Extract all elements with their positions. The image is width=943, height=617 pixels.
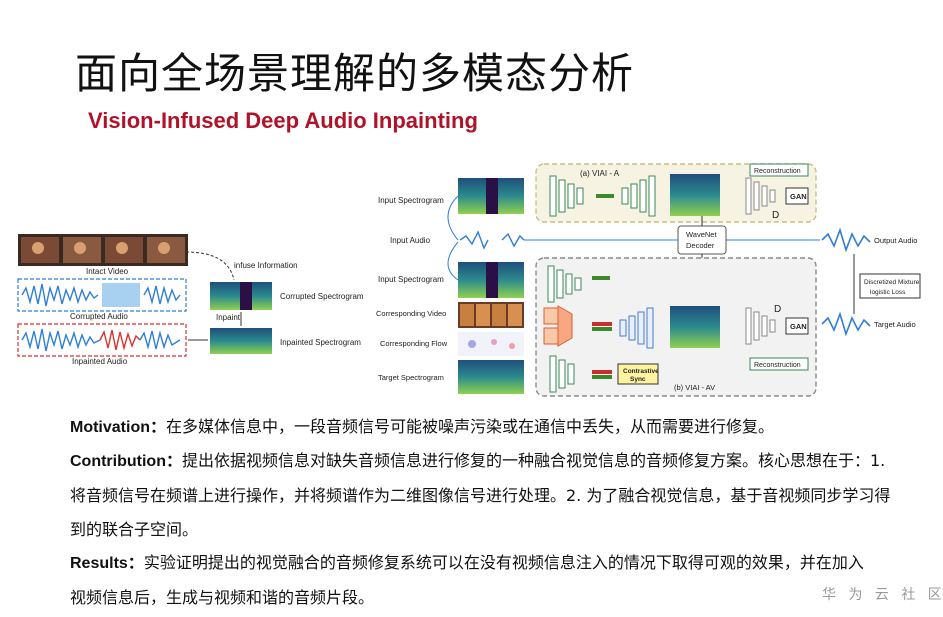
viai-a-generator (621, 175, 656, 217)
contribution-text: 提出依据视频信息对缺失音频信息进行修复的一种融合视觉信息的音频修复方案。核心思想… (70, 451, 891, 539)
corrupted-audio-waveform (21, 283, 181, 307)
motivation-text: 在多媒体信息中，一段音频信号可能被噪声污染或在通信中丢失，从而需要进行修复。 (166, 417, 775, 436)
viai-a-output-spectrogram (670, 174, 720, 216)
page-title: 面向全场景理解的多模态分析 (75, 49, 635, 98)
motivation-paragraph: Motivation：在多媒体信息中，一段音频信号可能被噪声污染或在通信中丢失，… (70, 410, 900, 445)
d-1-label: D (772, 210, 779, 221)
gan-2-box (785, 317, 809, 335)
gan-1-box (785, 187, 809, 205)
input-spectrogram-1-label: Input Spectrogram (378, 196, 444, 205)
viai-av-discriminator (745, 307, 776, 345)
target-spectrogram-label: Target Spectrogram (378, 373, 444, 382)
viai-av-label: (b) VIAI - AV (674, 383, 715, 392)
discretized-label-2: logistic Loss (870, 289, 906, 296)
reconstruction-1-label: Reconstruction (754, 168, 801, 175)
target-audio-wave (821, 311, 871, 337)
inpainted-audio-label: Inpainted Audio (72, 357, 128, 366)
corrupted-spectrogram-label: Corrupted Spectrogram (280, 292, 364, 301)
viai-av-audio-encoder (547, 265, 582, 303)
output-audio-label: Output Audio (874, 236, 917, 245)
viai-av-output-spectrogram (670, 306, 720, 348)
viai-a-discriminator (745, 177, 776, 215)
inpainted-audio-waveform (21, 328, 181, 352)
intact-video-frames (18, 234, 188, 266)
results-text: 实验证明提出的视觉融合的音频修复系统可以在没有视频信息注入的情况下取得可观的效果… (70, 553, 864, 607)
corrupted-spectrogram (210, 282, 272, 310)
contrastive-sync-box (617, 363, 659, 385)
gan-1-label: GAN (790, 192, 807, 201)
intact-video-label: Intact Video (86, 267, 129, 276)
viai-av-sync-encoder (549, 355, 575, 393)
gan-2-label: GAN (790, 322, 807, 331)
input-spectrogram-2-label: Input Spectrogram (378, 275, 444, 284)
viai-av-visual-encoder (543, 305, 573, 347)
corresponding-flow-frames (458, 332, 524, 356)
input-audio-wave (459, 230, 525, 250)
viai-av-generator (619, 307, 654, 349)
reconstruction-2-box (749, 357, 809, 371)
discretized-loss-box (859, 273, 921, 299)
contrastive-label-2: Sync (630, 376, 646, 383)
watermark: 华 为 云 社 区 (822, 587, 943, 603)
corresponding-video-label: Corresponding Video (376, 309, 446, 318)
infuse-arrow (185, 251, 235, 281)
corresponding-flow-label: Corresponding Flow (380, 339, 448, 348)
d-2-label: D (774, 304, 781, 315)
input-audio-label: Input Audio (390, 236, 431, 245)
discretized-label-1: Discretized Mixture (864, 279, 920, 286)
infuse-information-label: infuse Information (234, 261, 298, 270)
motivation-label: Motivation： (70, 419, 166, 436)
target-audio-label: Target Audio (874, 320, 916, 329)
viai-architecture-figure: Input Spectrogram Input Audio Input Spec… (376, 163, 921, 397)
decoder-label: Decoder (686, 241, 715, 250)
inpaint-label: Inpaint (216, 313, 241, 322)
corrupted-audio-label: Corrupted Audio (70, 312, 128, 321)
inpainted-spectrogram (210, 328, 272, 354)
inpainted-audio-box (17, 323, 187, 357)
contrastive-label-1: Contrastive (623, 368, 659, 375)
contribution-paragraph: Contribution：提出依据视频信息对缺失音频信息进行修复的一种融合视觉信… (70, 444, 900, 547)
results-paragraph: Results：实验证明提出的视觉融合的音频修复系统可以在没有视频信息注入的情况… (70, 546, 870, 615)
inpainted-spectrogram-label: Inpainted Spectrogram (280, 338, 361, 347)
contribution-label: Contribution： (70, 453, 182, 470)
target-spectrogram (458, 360, 524, 394)
reconstruction-2-label: Reconstruction (754, 362, 801, 369)
corresponding-video-frames (458, 302, 524, 328)
viai-a-encoder (549, 175, 584, 217)
output-audio-wave (821, 227, 871, 253)
results-label: Results： (70, 555, 144, 572)
viai-a-label: (a) VIAI - A (580, 169, 620, 178)
inpainting-overview-figure: Intact Video Corrupted Audio Inpainted A… (17, 234, 364, 366)
corrupted-audio-box (17, 278, 187, 312)
wavenet-label: WaveNet (686, 230, 717, 239)
page-subtitle: Vision-Infused Deep Audio Inpainting (88, 108, 478, 133)
reconstruction-1-box (749, 163, 809, 177)
